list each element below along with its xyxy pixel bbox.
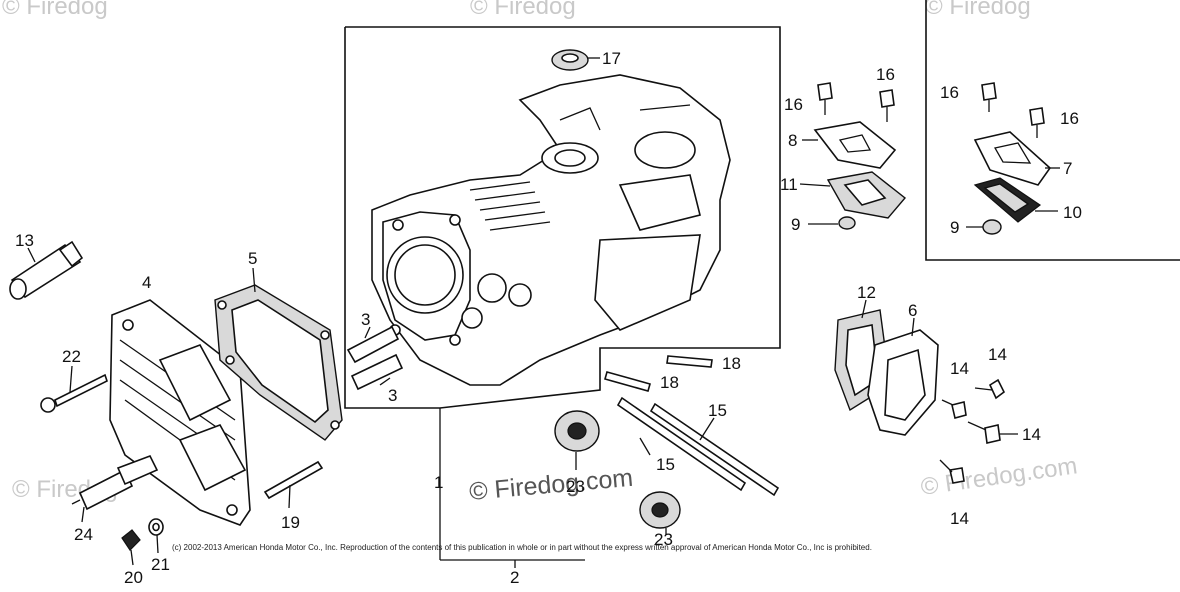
callout-3b-leader — [379, 377, 391, 386]
callout-12: 12 — [857, 283, 876, 302]
watermark-bottom-right: © Firedog.com — [919, 452, 1079, 501]
callout-18b: 18 — [660, 373, 679, 392]
callout-15b: 15 — [656, 455, 675, 474]
callout-16a: 16 — [784, 95, 803, 114]
callout-5-leader — [252, 267, 256, 293]
callout-18a: 18 — [722, 354, 741, 373]
callout-14d: 14 — [950, 509, 969, 528]
inset-valve — [982, 219, 1002, 235]
callout-2: 2 — [510, 568, 519, 587]
bearing-lower — [639, 491, 681, 529]
callout-16b: 16 — [876, 65, 895, 84]
callout-24-leader — [81, 506, 85, 523]
callout-7: 7 — [1063, 159, 1072, 178]
spark-plug — [71, 454, 159, 511]
callout-13-leader — [27, 247, 36, 263]
callout-19-leader — [288, 484, 291, 509]
callout-20-leader — [130, 549, 134, 566]
nut — [121, 529, 141, 551]
callout-9b: 9 — [950, 218, 959, 237]
bearing-upper — [554, 410, 600, 452]
copyright-notice: (c) 2002-2013 American Honda Motor Co., … — [172, 543, 872, 552]
washer — [148, 518, 164, 536]
callout-8: 8 — [788, 131, 797, 150]
callout-19: 19 — [281, 513, 300, 532]
watermark-top-right: © Firedog — [925, 0, 1031, 20]
callout-3a: 3 — [361, 310, 370, 329]
cover-bolts — [939, 378, 1006, 484]
breather-bolts — [817, 82, 895, 122]
callout-21: 21 — [151, 555, 170, 574]
watermark-top-left: © Firedog — [2, 0, 108, 20]
callout-14b: 14 — [950, 359, 969, 378]
callout-22-leader — [69, 365, 73, 393]
callout-21-leader — [156, 534, 159, 554]
callout-5: 5 — [248, 249, 257, 268]
breather-cover — [813, 121, 897, 169]
callout-24: 24 — [74, 525, 93, 544]
callout-12-leader — [861, 299, 867, 319]
side-cover — [867, 329, 939, 436]
callout-3a-leader — [364, 326, 371, 339]
callout-3b: 3 — [388, 386, 397, 405]
long-studs — [616, 396, 780, 497]
head-bolt — [40, 373, 108, 413]
callout-23a: 23 — [566, 477, 585, 496]
short-studs — [604, 355, 713, 392]
callout-11: 11 — [780, 175, 798, 194]
watermark-top-center: © Firedog — [470, 0, 576, 20]
assembly-frame-inset — [925, 0, 1180, 261]
callout-14a: 14 — [988, 345, 1007, 364]
plug-wrench — [9, 240, 84, 300]
callout-14c: 14 — [1022, 425, 1041, 444]
callout-16d: 16 — [1060, 109, 1079, 128]
callout-1: 1 — [434, 473, 443, 492]
oil-seal — [551, 49, 589, 71]
stud-bolt — [263, 460, 324, 500]
dowel-pins — [346, 325, 404, 391]
callout-15b-leader — [639, 437, 651, 456]
breather-valve — [838, 216, 856, 230]
head-gasket — [214, 284, 343, 441]
callout-20: 20 — [124, 568, 143, 587]
callout-6-leader — [911, 317, 915, 337]
callout-15a-leader — [699, 417, 715, 441]
callout-11-leader — [799, 183, 831, 187]
breather-gasket — [826, 171, 907, 219]
inset-bolts — [981, 82, 1045, 138]
cylinder-block — [371, 74, 731, 386]
callout-16c: 16 — [940, 83, 959, 102]
watermark-center: © Firedog.com — [468, 464, 634, 506]
callout-23b: 23 — [654, 530, 673, 549]
callout-22: 22 — [62, 347, 81, 366]
callout-13: 13 — [15, 231, 34, 250]
callout-15a: 15 — [708, 401, 727, 420]
inset-cover — [973, 131, 1052, 186]
callout-4: 4 — [142, 273, 151, 292]
callout-9a: 9 — [791, 215, 800, 234]
callout-6: 6 — [908, 301, 917, 320]
inset-gasket — [973, 177, 1042, 223]
callout-10: 10 — [1063, 203, 1082, 222]
assembly-frame-main — [344, 26, 781, 409]
callout-17: 17 — [602, 49, 621, 68]
